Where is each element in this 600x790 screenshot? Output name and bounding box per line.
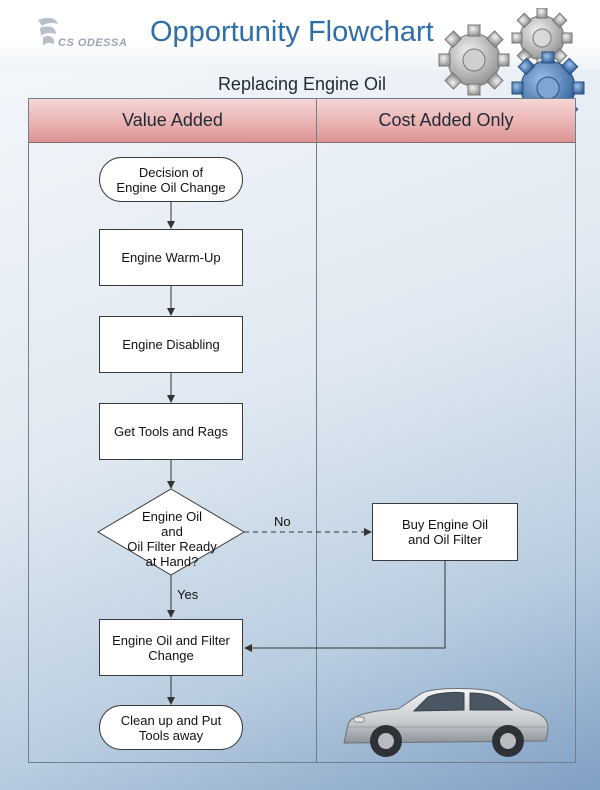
flowchart-subtitle: Replacing Engine Oil (217, 74, 387, 94)
edge-label-no: No (274, 514, 291, 529)
node-end: Clean up and Put Tools away (99, 705, 243, 750)
car-icon (343, 688, 549, 757)
node-engine-warmup: Engine Warm-Up (99, 229, 243, 286)
swimlane-frame (28, 98, 576, 763)
node-engine-disabling: Engine Disabling (99, 316, 243, 373)
node-start: Decision of Engine Oil Change (99, 157, 243, 202)
page-title: Opportunity Flowchart (150, 16, 434, 48)
lane-header-value-added: Value Added (29, 99, 316, 143)
cs-odessa-logo-icon (38, 17, 58, 46)
decision-diamond (97, 488, 245, 576)
logo-text: CS ODESSA (58, 37, 128, 49)
node-buy-oil: Buy Engine Oil and Oil Filter (372, 503, 518, 561)
edge-label-yes: Yes (177, 587, 199, 602)
lane-divider (316, 99, 317, 762)
node-oil-filter-change: Engine Oil and Filter Change (99, 619, 243, 676)
node-get-tools: Get Tools and Rags (99, 403, 243, 460)
node-decision-text: Engine Oil and Oil Filter Ready at Hand? (127, 509, 217, 569)
lane-header-cost-added: Cost Added Only (317, 99, 575, 143)
edge-buy-change (244, 561, 446, 652)
